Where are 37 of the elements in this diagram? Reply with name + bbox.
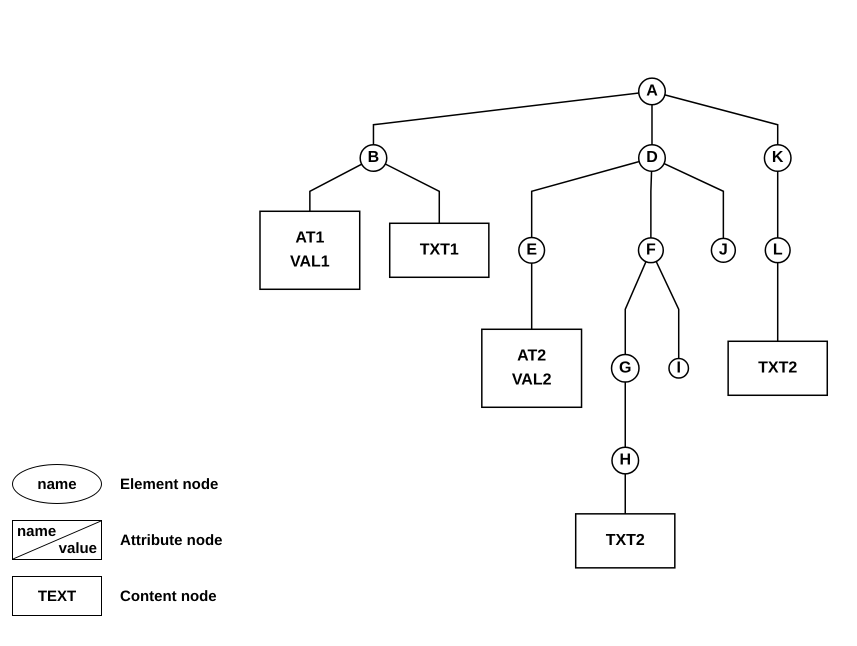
node-box: TXT2 [574,513,676,569]
connector [651,104,653,145]
node-circle: K [764,144,792,172]
connector [776,262,778,342]
connector [650,171,652,238]
connector [624,261,646,355]
connector [530,160,640,238]
legend-text: Content node [120,588,217,604]
node-circle: H [611,446,640,475]
node-circle: D [638,144,666,172]
node-circle: L [764,237,791,264]
node-circle: J [710,238,736,263]
connector [530,263,532,330]
node-circle: A [638,77,666,106]
connector [664,162,724,238]
ellipse-sample: name [12,464,102,504]
legend-text: Element node [120,476,218,492]
connector [776,171,778,238]
connector [308,164,362,212]
connector [664,94,778,145]
connector [372,92,639,145]
node-box: TXT2 [727,340,828,396]
node-box: AT1 VAL1 [259,210,360,290]
node-circle: F [638,237,664,264]
node-circle: I [668,358,690,379]
connector [624,382,626,448]
node-circle: B [359,144,388,172]
connector [655,261,680,359]
node-box: AT2 VAL2 [480,328,582,408]
node-circle: E [518,236,546,264]
attribute-box-sample: name value [12,520,102,560]
node-box: TXT1 [388,222,490,278]
connector [384,163,440,224]
node-circle: G [610,354,640,383]
connector [624,474,626,514]
legend-text: Attribute node [120,532,222,548]
box-sample: TEXT [12,576,102,616]
